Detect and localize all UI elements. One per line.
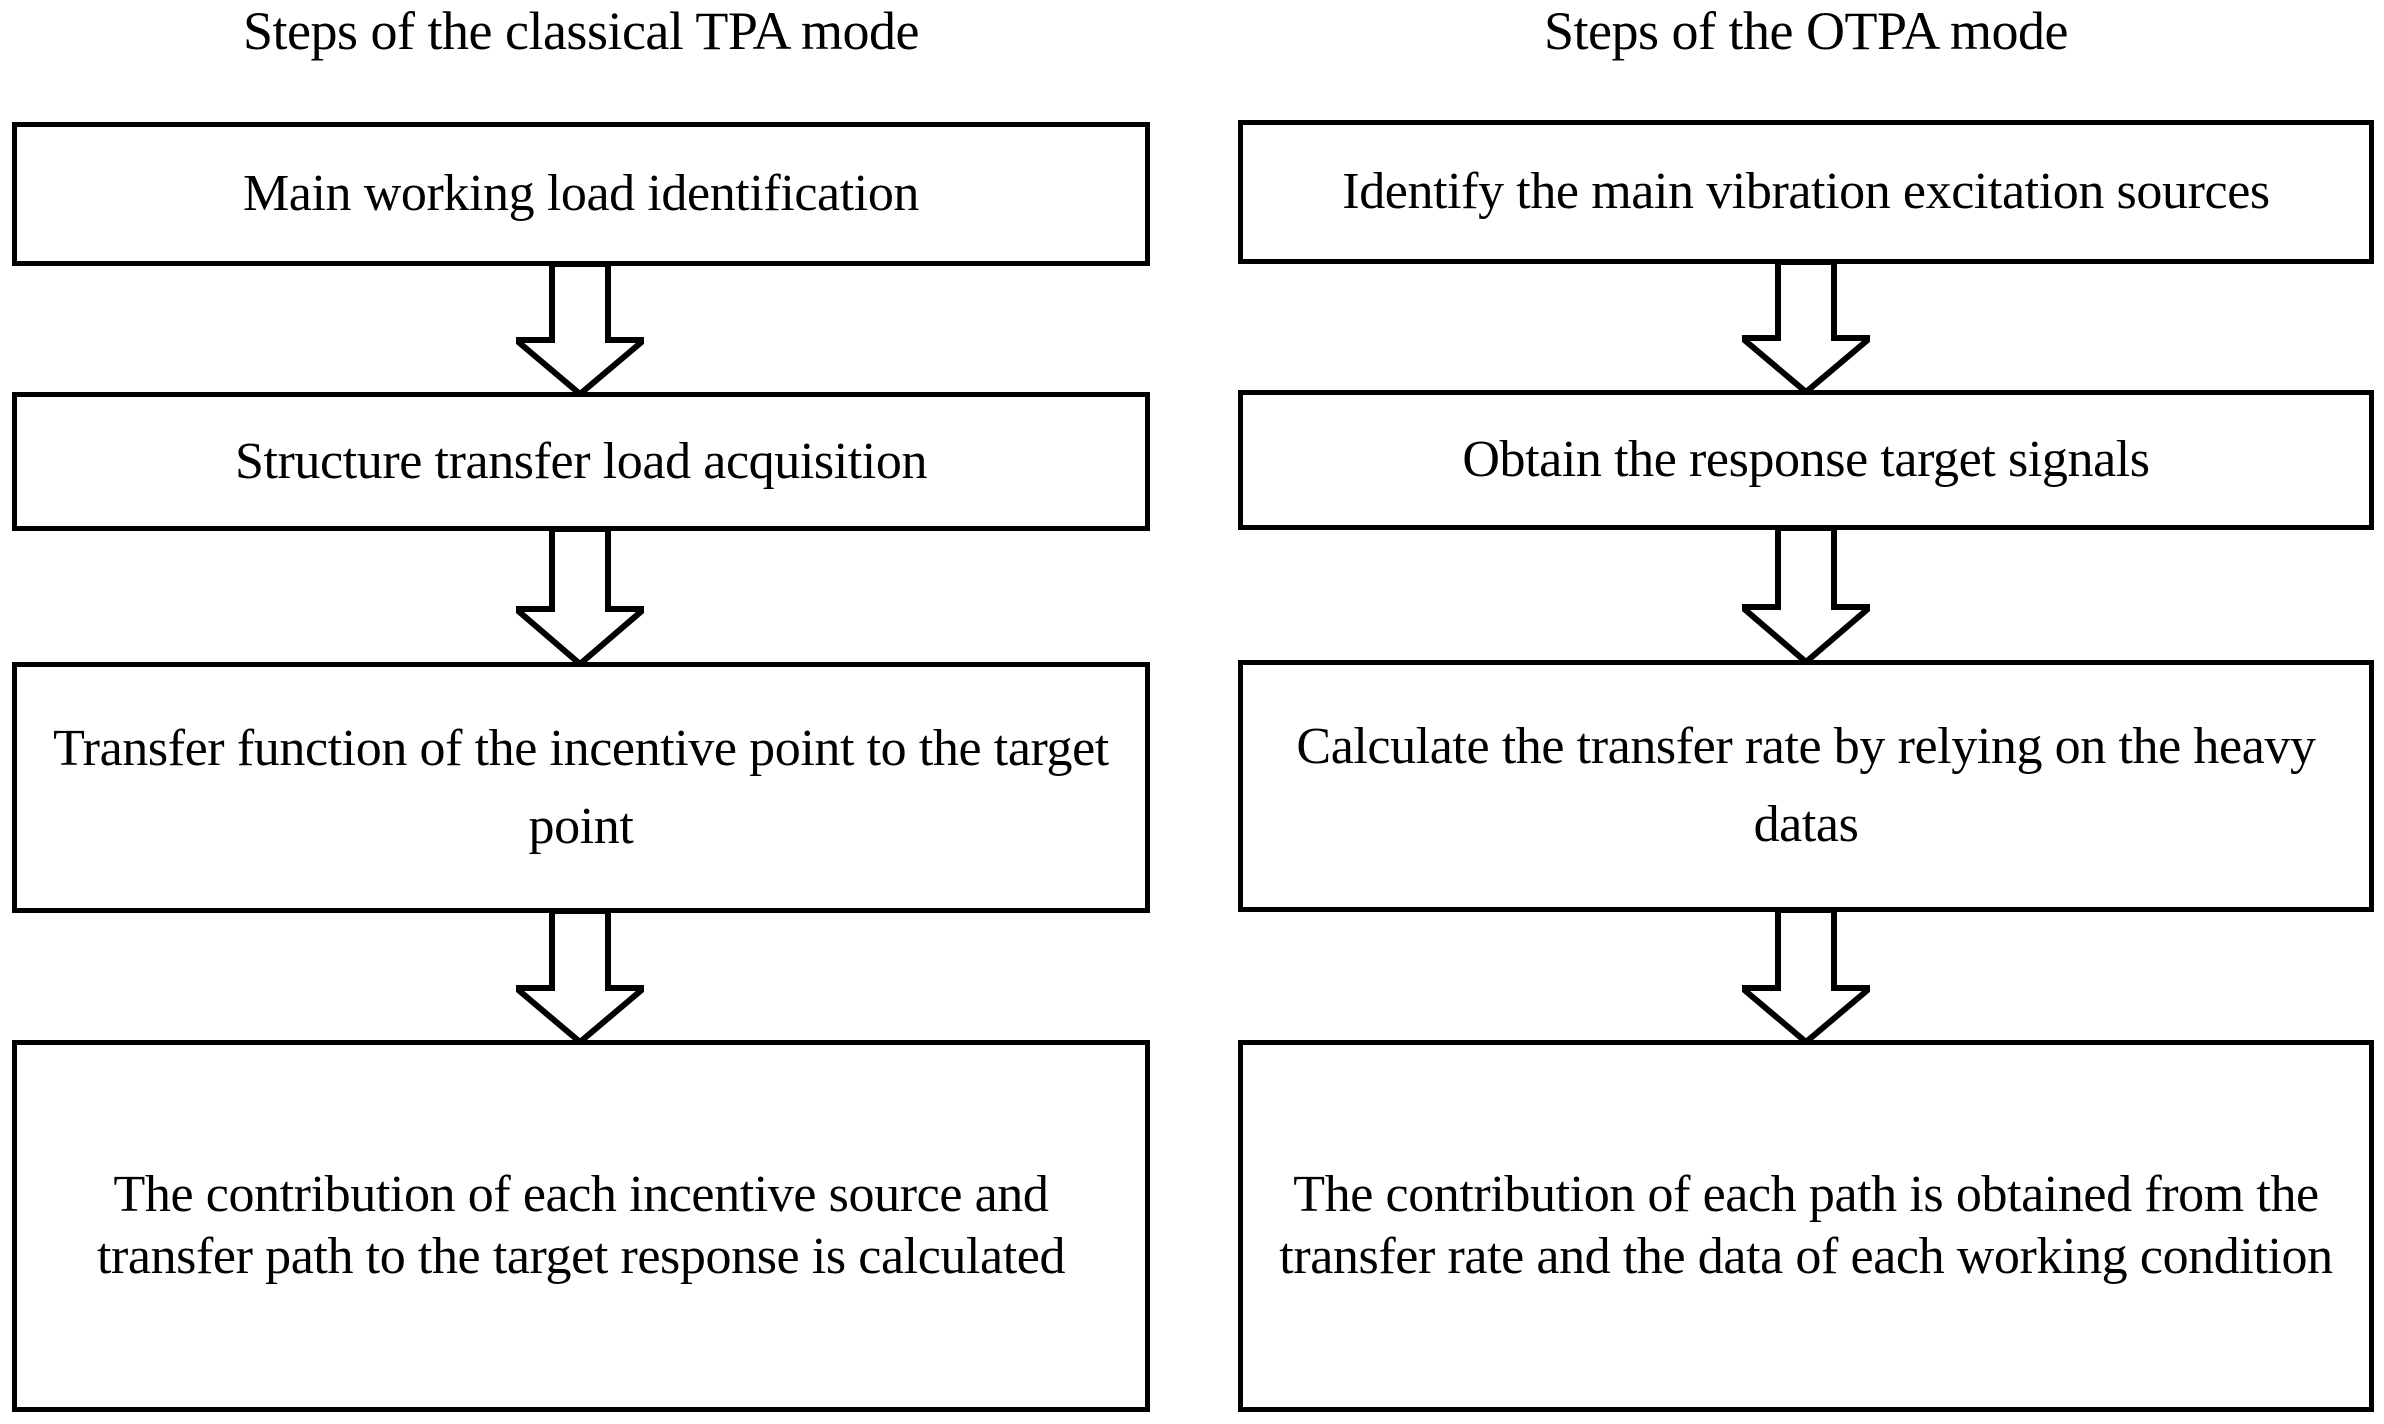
flow-node-label: Transfer function of the incentive point… [53,719,1109,855]
flow-node-label: The contribution of each path is obtaine… [1279,1166,2333,1285]
flow-node-tpa-step-4: The contribution of each incentive sourc… [12,1040,1150,1412]
connector-arrow-otpa-2-to-3 [1742,528,1870,662]
column-header-otpa: Steps of the OTPA mode [1543,1,2069,61]
flow-node-label: Calculate the transfer rate by relying o… [1296,718,2316,853]
connector-arrow-tpa-3-to-4 [516,911,644,1042]
connector-arrow-otpa-1-to-2 [1742,262,1870,392]
flow-node-tpa-step-3: Transfer function of the incentive point… [12,662,1150,913]
flow-node-label: Identify the main vibration excitation s… [1342,163,2270,220]
column-header-classical-tpa: Steps of the classical TPA mode [243,1,919,61]
flow-node-tpa-step-1: Main working load identification [12,122,1150,266]
flow-node-otpa-step-3: Calculate the transfer rate by relying o… [1238,660,2374,912]
flow-node-label: The contribution of each incentive sourc… [96,1166,1066,1285]
connector-arrow-tpa-1-to-2 [516,264,644,394]
flow-node-tpa-step-2: Structure transfer load acquisition [12,392,1150,531]
flow-node-label: Structure transfer load acquisition [234,432,928,490]
flow-node-label: Obtain the response target signals [1462,431,2150,488]
connector-arrow-tpa-2-to-3 [516,529,644,664]
connector-arrow-otpa-3-to-4 [1742,910,1870,1042]
flow-node-label: Main working load identification [242,165,920,222]
flow-node-otpa-step-4: The contribution of each path is obtaine… [1238,1040,2374,1412]
flow-node-otpa-step-2: Obtain the response target signals [1238,390,2374,530]
flow-node-otpa-step-1: Identify the main vibration excitation s… [1238,120,2374,264]
